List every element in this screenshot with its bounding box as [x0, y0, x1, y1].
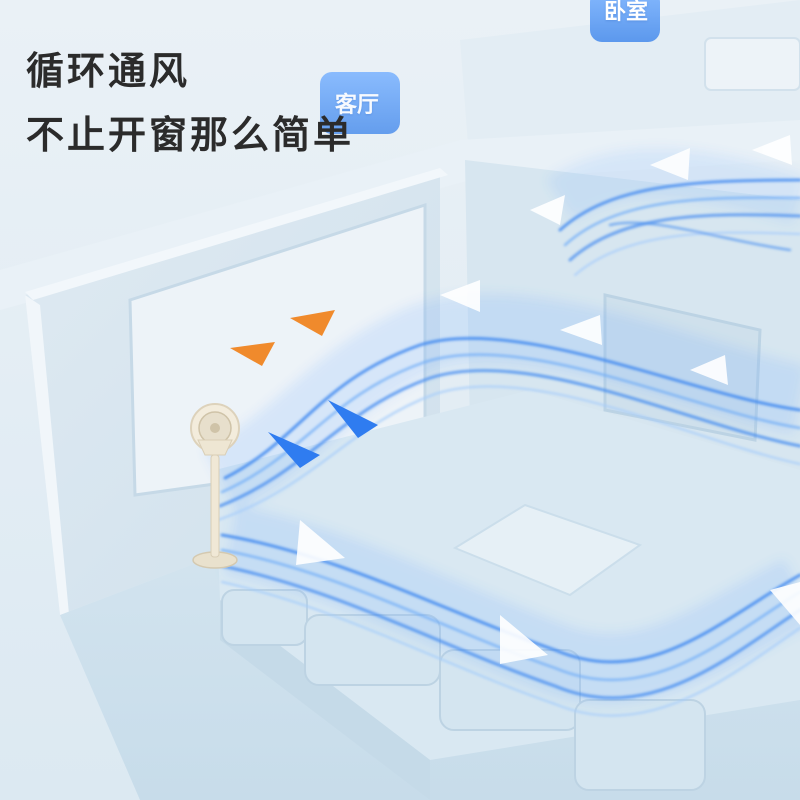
- room-tag-bedroom: 卧室: [604, 0, 649, 25]
- room-tag-living-room: 客厅: [335, 93, 380, 118]
- floor-fan: [190, 403, 240, 569]
- airflow-arrow-blue: [268, 400, 378, 468]
- bed-side: [220, 600, 430, 800]
- headline-line-1: 循环通风: [26, 49, 191, 93]
- headline-line-2: 不止开窗那么简单: [26, 113, 355, 157]
- airflow-arrow-white: [296, 135, 800, 664]
- left-wall-front-face: [25, 295, 70, 625]
- bed-cushions: [221, 589, 706, 791]
- bed-pillow: [452, 503, 643, 597]
- airflow-arrow-orange: [230, 310, 335, 366]
- living-room-tag-box: [320, 72, 400, 134]
- left-wall-top-edge: [25, 168, 448, 300]
- airflow-streaks-upper: [558, 178, 800, 276]
- air-conditioner: [704, 37, 800, 91]
- bedroom-tag-box: [590, 0, 660, 42]
